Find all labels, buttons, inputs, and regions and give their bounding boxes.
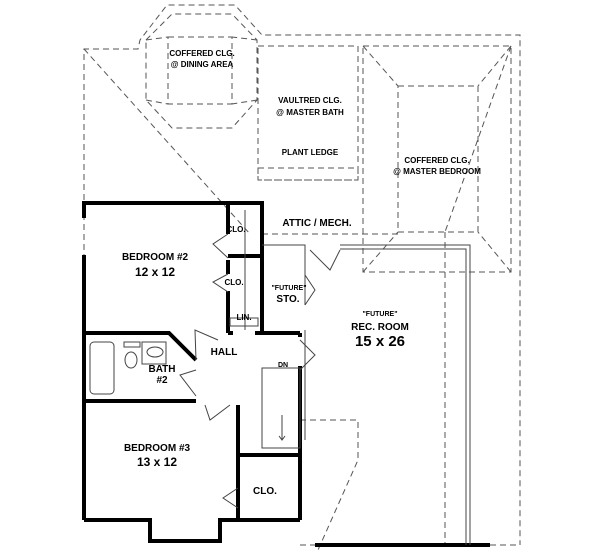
storage-label: STO. (276, 294, 299, 305)
toilet-icon (124, 351, 138, 369)
bedroom2-size: 12 x 12 (135, 265, 175, 279)
hall-label: HALL (211, 347, 238, 358)
rec-room-size: 15 x 26 (355, 333, 405, 350)
bathtub-icon (89, 341, 115, 395)
bedroom2-name: BEDROOM #2 (122, 252, 189, 263)
dining-ceiling-sub: @ DINING AREA (171, 60, 234, 69)
bedroom3-size: 13 x 12 (137, 455, 177, 469)
rec-room-tag: "FUTURE" (362, 311, 397, 318)
master-bedroom-ceiling-sub: @ MASTER BEDROOM (393, 167, 481, 176)
door-swing (212, 233, 229, 259)
rec-room-name: REC. ROOM (351, 322, 409, 333)
closet-b-label: CLO. (224, 278, 243, 287)
stairs-down-label: DN (278, 362, 288, 369)
plant-ledge-label: PLANT LEDGE (282, 148, 339, 157)
sink-icon (146, 346, 164, 358)
bedroom3-name: BEDROOM #3 (124, 443, 191, 454)
master-bath-ceiling-sub: @ MASTER BATH (276, 108, 344, 117)
stairs (261, 367, 301, 449)
attic-label: ATTIC / MECH. (282, 218, 351, 229)
closet-a-label: CLO. (226, 225, 245, 234)
master-bedroom-ceiling-label: COFFERED CLG. (404, 156, 469, 165)
master-bath-ceiling-label: VAULTRED CLG. (278, 96, 342, 105)
bath2-number: #2 (156, 375, 168, 386)
bath2-label: BATH (148, 364, 175, 375)
storage-tag: "FUTURE" (271, 285, 306, 292)
dining-ceiling-label: COFFERED CLG. (169, 49, 234, 58)
walls (82, 201, 490, 547)
closet-c-label: CLO. (253, 486, 277, 497)
linen-label: LIN. (236, 313, 251, 322)
interior-lines (89, 210, 471, 545)
